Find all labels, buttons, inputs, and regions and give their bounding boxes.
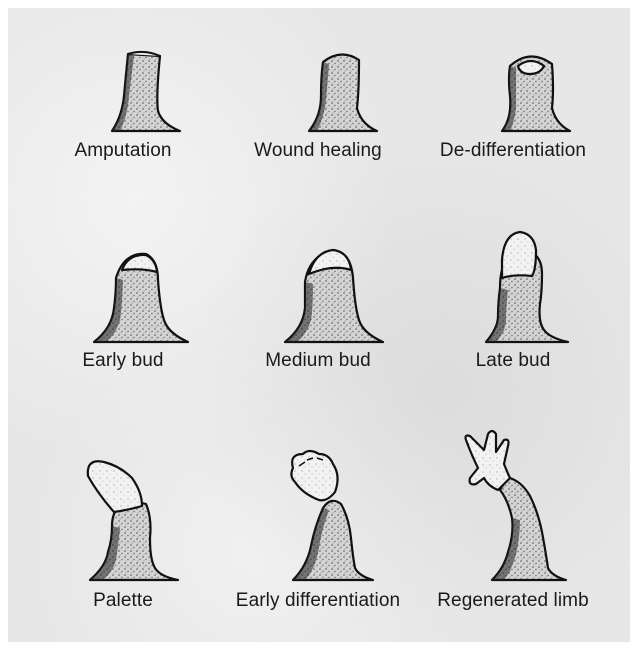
stage-label: Amputation (18, 140, 228, 162)
stage-regenerated-limb: Regenerated limb (418, 428, 608, 628)
stage-wound-healing: Wound healing (223, 36, 413, 236)
healed-stump-icon (223, 36, 413, 201)
early-bud-icon (28, 238, 218, 403)
stage-label: Palette (18, 590, 228, 612)
stage-medium-bud: Medium bud (223, 238, 413, 438)
stage-label: Medium bud (213, 350, 423, 372)
stage-palette: Palette (28, 448, 218, 648)
dedifferentiated-stump-icon (418, 36, 608, 201)
stage-late-bud: Late bud (418, 230, 608, 430)
stage-label: Wound healing (213, 140, 423, 162)
palette-stage-icon (28, 448, 218, 613)
stage-label: Regenerated limb (408, 590, 618, 612)
stage-label: De-differentiation (408, 140, 618, 162)
stage-label: Early differentiation (213, 590, 423, 612)
amputated-stump-icon (28, 36, 218, 201)
stage-de-differentiation: De-differentiation (418, 36, 608, 236)
medium-bud-icon (223, 238, 413, 403)
stage-early-differentiation: Early differentiation (223, 448, 413, 648)
stage-amputation: Amputation (28, 36, 218, 236)
regenerated-limb-icon (418, 428, 608, 593)
early-differentiation-icon (223, 448, 413, 613)
stage-label: Early bud (18, 350, 228, 372)
figure-panel: Amputation Wound healing De-differentiat… (8, 8, 630, 642)
stage-early-bud: Early bud (28, 238, 218, 438)
stage-label: Late bud (408, 350, 618, 372)
